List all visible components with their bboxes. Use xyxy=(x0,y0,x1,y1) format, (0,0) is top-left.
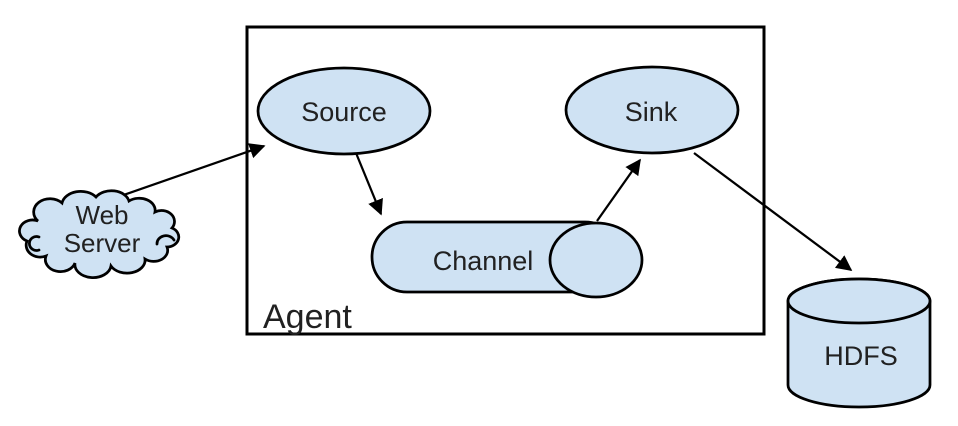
hdfs-cylinder-top xyxy=(786,277,932,325)
edge-source-to-channel xyxy=(354,152,383,216)
cloud-curl-right xyxy=(155,234,176,246)
cloud-shape xyxy=(18,189,181,279)
hdfs-label: HDFS xyxy=(824,341,898,371)
node-hdfs: HDFS xyxy=(786,277,932,409)
node-source: Source xyxy=(256,66,432,156)
node-web-server: Web Server xyxy=(18,189,181,279)
web-server-label-line1: Web xyxy=(76,200,129,230)
edge-sink-to-hdfs xyxy=(693,152,853,271)
edge-web-server-to-source xyxy=(111,143,266,201)
edge-channel-to-sink xyxy=(596,158,641,222)
sink-ellipse xyxy=(564,65,740,155)
agent-label: Agent xyxy=(263,298,352,336)
source-label: Source xyxy=(301,97,387,127)
source-ellipse xyxy=(256,66,432,156)
agent-container-box xyxy=(245,25,766,336)
cloud-curl-left xyxy=(28,235,41,252)
channel-end-ellipse xyxy=(548,221,644,299)
channel-label: Channel xyxy=(433,246,534,276)
node-channel: Channel xyxy=(370,220,644,299)
node-sink: Sink xyxy=(564,65,740,155)
web-server-label-line2: Server xyxy=(64,228,141,258)
sink-label: Sink xyxy=(625,97,678,127)
